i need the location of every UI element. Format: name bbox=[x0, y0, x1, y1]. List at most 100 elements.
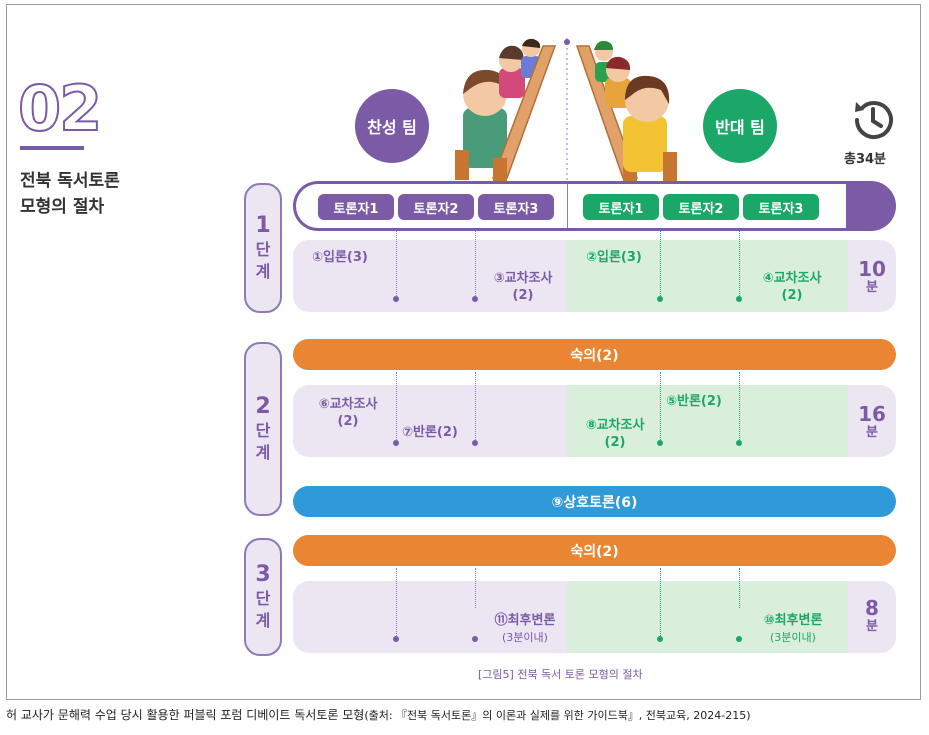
stage-3-line-c2 bbox=[660, 568, 661, 638]
pro-team-badge: 찬성 팀 bbox=[355, 89, 429, 163]
stage-3-dot-p3 bbox=[472, 636, 478, 642]
step-6-line2: (2) bbox=[337, 414, 359, 429]
stage-2-dot-c2 bbox=[657, 440, 663, 446]
pro-debater-2-tag: 토론자2 bbox=[398, 194, 474, 220]
stage-1-dot-p3 bbox=[472, 296, 478, 302]
stage-3-deliberation-bar: 숙의(2) bbox=[293, 535, 896, 566]
stage-2-con-zone bbox=[567, 385, 848, 457]
team-divider bbox=[567, 184, 568, 228]
stage-1-dot-c3 bbox=[736, 296, 742, 302]
stage-1-time: 10 분 bbox=[848, 258, 896, 296]
step-7-label: ⑦반론(2) bbox=[402, 425, 458, 440]
step-6-line1: ⑥교차조사 bbox=[318, 397, 378, 412]
step-4-line2: (2) bbox=[781, 288, 803, 303]
stage-1-pill: 1 단 계 bbox=[244, 183, 282, 313]
stage-3-time: 8 분 bbox=[848, 597, 896, 635]
step-10-label: ⑩최후변론 (3분이내) bbox=[746, 612, 840, 646]
pro-students-icon bbox=[455, 38, 541, 180]
step-8-line1: ⑧교차조사 bbox=[585, 418, 645, 433]
step-8-label: ⑧교차조사 (2) bbox=[570, 417, 660, 451]
clock-icon bbox=[855, 101, 893, 140]
step-3-label: ③교차조사 (2) bbox=[478, 270, 568, 304]
section-number-underline bbox=[20, 146, 84, 150]
stage-1-line-c3 bbox=[739, 230, 740, 298]
step-3-line2: (2) bbox=[512, 288, 534, 303]
section-number: 02 bbox=[17, 72, 103, 145]
step-8-line2: (2) bbox=[604, 435, 626, 450]
con-debater-2-tag: 토론자2 bbox=[663, 194, 739, 220]
debate-tables-illustration bbox=[455, 38, 677, 186]
stage-1-label1: 단 bbox=[255, 240, 271, 259]
figure-caption: [그림5] 전북 독서 토론 모형의 절차 bbox=[478, 668, 643, 681]
stage-3-time-value: 8 bbox=[865, 596, 879, 620]
con-debater-3-tag: 토론자3 bbox=[743, 194, 819, 220]
stage-1-label2: 계 bbox=[255, 262, 271, 281]
stage-2-row bbox=[293, 385, 896, 457]
stage-1-dot-p2 bbox=[393, 296, 399, 302]
mutual-debate-bar: ⑨상호토론(6) bbox=[293, 486, 896, 517]
step-10-line2: (3분이내) bbox=[770, 631, 816, 644]
step-2-label: ②입론(3) bbox=[586, 250, 642, 265]
step-10-line1: ⑩최후변론 bbox=[763, 613, 823, 628]
stage-3-label1: 단 bbox=[255, 589, 271, 608]
stage-2-number: 2 bbox=[255, 394, 271, 419]
section-title-line1: 전북 독서토론 bbox=[20, 171, 120, 191]
stage-2-time-value: 16 bbox=[858, 402, 886, 426]
stage-2-label1: 단 bbox=[255, 421, 271, 440]
stage-2-line-p3 bbox=[475, 372, 476, 442]
footer-note: 허 교사가 문해력 수업 당시 활용한 퍼블릭 포럼 디베이트 독서토론 모형(… bbox=[6, 706, 751, 723]
section-title-line2: 모형의 절차 bbox=[20, 197, 105, 217]
stage-2-time: 16 분 bbox=[848, 403, 896, 441]
stage-3-time-unit: 분 bbox=[866, 619, 878, 634]
step-11-line1: ⑪최후변론 bbox=[494, 613, 556, 628]
step-4-label: ④교차조사 (2) bbox=[746, 270, 838, 304]
con-students-icon bbox=[594, 40, 677, 182]
pro-debater-3-tag: 토론자3 bbox=[478, 194, 554, 220]
step-11-line2: (3분이내) bbox=[502, 631, 548, 644]
pro-debater-1-tag: 토론자1 bbox=[318, 194, 394, 220]
step-3-line1: ③교차조사 bbox=[493, 271, 553, 286]
stage-3-line-p3 bbox=[475, 568, 476, 608]
step-6-label: ⑥교차조사 (2) bbox=[305, 396, 391, 430]
con-debater-1-tag: 토론자1 bbox=[583, 194, 659, 220]
stage-2-pill: 2 단 계 bbox=[244, 342, 282, 516]
stage-2-line-p2 bbox=[396, 372, 397, 442]
stage-3-number: 3 bbox=[255, 562, 271, 587]
step-11-label: ⑪최후변론 (3분이내) bbox=[478, 612, 572, 646]
section-title: 전북 독서토론 모형의 절차 bbox=[20, 168, 120, 220]
con-team-label: 반대 팀 bbox=[715, 118, 765, 137]
stage-3-dot-p2 bbox=[393, 636, 399, 642]
footer-main: 허 교사가 문해력 수업 당시 활용한 퍼블릭 포럼 디베이트 독서토론 모형 bbox=[6, 708, 365, 722]
stage-1-time-value: 10 bbox=[858, 257, 886, 281]
total-time: 총34분 bbox=[844, 152, 887, 167]
stage-3-dot-c3 bbox=[736, 636, 742, 642]
step-4-line1: ④교차조사 bbox=[762, 271, 822, 286]
stage-1-line-p2 bbox=[396, 230, 397, 298]
stage-3-dot-c2 bbox=[657, 636, 663, 642]
stage-1-line-p3 bbox=[475, 230, 476, 298]
stage-2-time-unit: 분 bbox=[866, 425, 878, 440]
stage-1-number: 1 bbox=[255, 213, 271, 238]
stage-3-pill: 3 단 계 bbox=[244, 538, 282, 656]
stage-3-label2: 계 bbox=[255, 611, 271, 630]
stage-2-dot-p2 bbox=[393, 440, 399, 446]
stage-2-line-c3 bbox=[739, 372, 740, 442]
stage-1-dot-c2 bbox=[657, 296, 663, 302]
stage-1-con-zone bbox=[567, 240, 848, 312]
stage-2-label2: 계 bbox=[255, 443, 271, 462]
stage-1-line-c2 bbox=[660, 230, 661, 298]
footer-source: (출처: 『전북 독서토론』의 이론과 실제를 위한 가이드북』, 전북교육, … bbox=[364, 709, 751, 722]
stage-1-time-unit: 분 bbox=[866, 280, 878, 295]
stage-2-line-c2 bbox=[660, 372, 661, 442]
con-team-badge: 반대 팀 bbox=[703, 89, 777, 163]
stage-3-line-p2 bbox=[396, 568, 397, 638]
stage-3-line-c3 bbox=[739, 568, 740, 608]
step-1-label: ①입론(3) bbox=[312, 250, 368, 265]
stage-2-dot-p3 bbox=[472, 440, 478, 446]
stage-3-con-zone bbox=[567, 581, 848, 653]
pro-team-label: 찬성 팀 bbox=[367, 118, 417, 137]
stage-2-dot-c3 bbox=[736, 440, 742, 446]
stage-1-row bbox=[293, 240, 896, 312]
step-5-label: ⑤반론(2) bbox=[666, 394, 722, 409]
stage-2-deliberation-bar: 숙의(2) bbox=[293, 339, 896, 370]
